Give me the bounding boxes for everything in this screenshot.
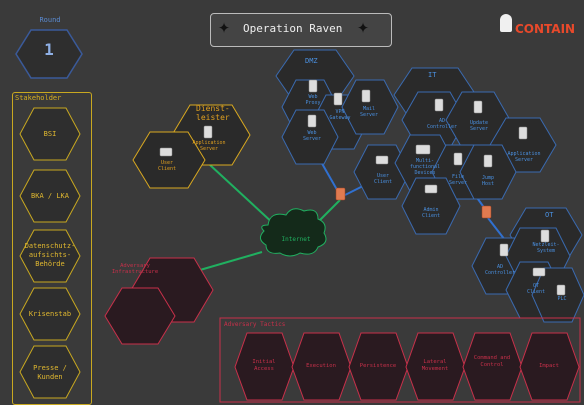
adversary-infra-label[interactable]: Adversary Infrastructure: [111, 263, 159, 275]
laptop-icon: [424, 184, 438, 194]
stake-hex-2: [19, 169, 81, 223]
stakeholder-title: Stakeholder: [15, 94, 62, 102]
it-ad-controller[interactable]: AD Controller: [426, 118, 458, 130]
firewall-icon: [335, 187, 346, 201]
link-firewall2-ot: [487, 217, 506, 241]
stakeholder-item[interactable]: Datenschutz-aufsichts-Behörde: [24, 242, 76, 268]
logo-icon: [500, 14, 512, 32]
server-icon: [333, 92, 343, 106]
server-icon: [453, 152, 463, 166]
title-text: Operation Raven: [243, 22, 343, 35]
tactic-item[interactable]: Persistence: [359, 363, 397, 369]
round-hex: [15, 29, 83, 79]
tactics-panel: [219, 317, 581, 403]
stakeholder-item[interactable]: Presse / Kunden: [33, 364, 67, 381]
it-title: IT: [428, 71, 437, 79]
tactic-hex-5: [462, 332, 523, 401]
tactic-hex-6: [519, 332, 580, 401]
dmz-title: DMZ: [305, 57, 318, 65]
logo-text: CONTAIN: [515, 22, 576, 36]
stake-hex-4: [19, 287, 81, 341]
it-hex-admin: [401, 177, 461, 235]
raven-icon: ✦: [218, 14, 231, 38]
round-label: Round: [39, 16, 61, 24]
ot-client[interactable]: OT Client: [526, 283, 546, 295]
tactic-item[interactable]: Execution: [306, 363, 336, 369]
dmz-web-proxy[interactable]: Web Proxy: [305, 94, 321, 106]
link-internet-adversary: [199, 251, 263, 271]
adv-hex-2: [104, 287, 176, 345]
raven-icon-2: ✦: [357, 14, 370, 38]
provider-hex-left: [132, 131, 206, 189]
dmz-web-server[interactable]: Web Server: [302, 130, 322, 142]
stakeholder-item[interactable]: Krisenstab: [28, 310, 72, 318]
provider-app-server[interactable]: Application Server: [192, 140, 226, 152]
provider-title: Dienst-leister: [196, 104, 230, 122]
tactics-title: Adversary Tactics: [224, 321, 286, 328]
server-icon: [540, 229, 550, 243]
server-icon: [361, 89, 371, 103]
internet-cloud: [260, 208, 327, 257]
firewall-icon-2: [481, 205, 492, 219]
it-user-client[interactable]: User Client: [373, 173, 393, 185]
printer-icon: [415, 144, 431, 155]
tactic-hex-4: [405, 332, 466, 401]
tactic-item[interactable]: Initial Access: [252, 359, 276, 372]
it-update-server[interactable]: Update Server: [469, 120, 489, 132]
tactic-hex-2: [291, 332, 352, 401]
server-icon: [203, 125, 213, 139]
dmz-mail-server[interactable]: Mail Server: [359, 106, 379, 118]
tactic-hex-1: [234, 332, 295, 401]
server-icon: [308, 79, 318, 93]
it-hex-user: [353, 144, 411, 200]
laptop-icon: [159, 147, 173, 157]
server-icon: [499, 243, 509, 257]
server-icon: [556, 284, 566, 296]
laptop-icon: [375, 155, 389, 165]
server-icon: [434, 98, 444, 112]
laptop-icon: [532, 267, 546, 277]
title-box: [210, 13, 392, 47]
provider-user-client[interactable]: User Client: [157, 160, 177, 172]
server-icon: [307, 114, 317, 128]
tactic-item[interactable]: Command and Control: [473, 355, 511, 368]
server-icon: [483, 154, 493, 168]
tactic-hex-3: [348, 332, 409, 401]
stakeholder-item[interactable]: BKA / LKA: [31, 192, 69, 200]
dmz-hex-bottom: [281, 109, 339, 165]
link-internet-firewall: [317, 199, 341, 223]
ot-title: OT: [545, 211, 554, 219]
link-provider-internet: [209, 164, 276, 226]
server-icon: [518, 126, 528, 140]
it-file-server[interactable]: File Server: [448, 174, 468, 186]
server-icon: [473, 100, 483, 114]
ot-leitsystem[interactable]: Netzleit-System: [532, 242, 560, 254]
tactic-item[interactable]: Lateral Movement: [421, 359, 449, 372]
tactic-item[interactable]: Impact: [539, 363, 559, 369]
stake-hex-1: [19, 107, 81, 161]
dmz-hex-right: [341, 79, 399, 135]
round-number: 1: [44, 40, 54, 59]
ot-plc[interactable]: PLC: [557, 296, 567, 302]
it-jump-host[interactable]: Jump Host: [481, 175, 495, 187]
it-multi-devices[interactable]: Multi-functional Devices: [409, 158, 441, 176]
internet-label[interactable]: Internet: [281, 236, 311, 243]
stakeholder-item[interactable]: BSI: [43, 130, 57, 138]
it-admin-client[interactable]: Admin Client: [421, 207, 441, 219]
stake-hex-3: [19, 229, 81, 283]
ot-ad-controller[interactable]: AD Controller: [484, 264, 516, 276]
it-application-server[interactable]: Application Server: [507, 151, 541, 163]
it-hex-jump: [459, 144, 517, 200]
dmz-vpn-gateway[interactable]: VPN Gateway: [329, 109, 351, 121]
stake-hex-5: [19, 345, 81, 399]
